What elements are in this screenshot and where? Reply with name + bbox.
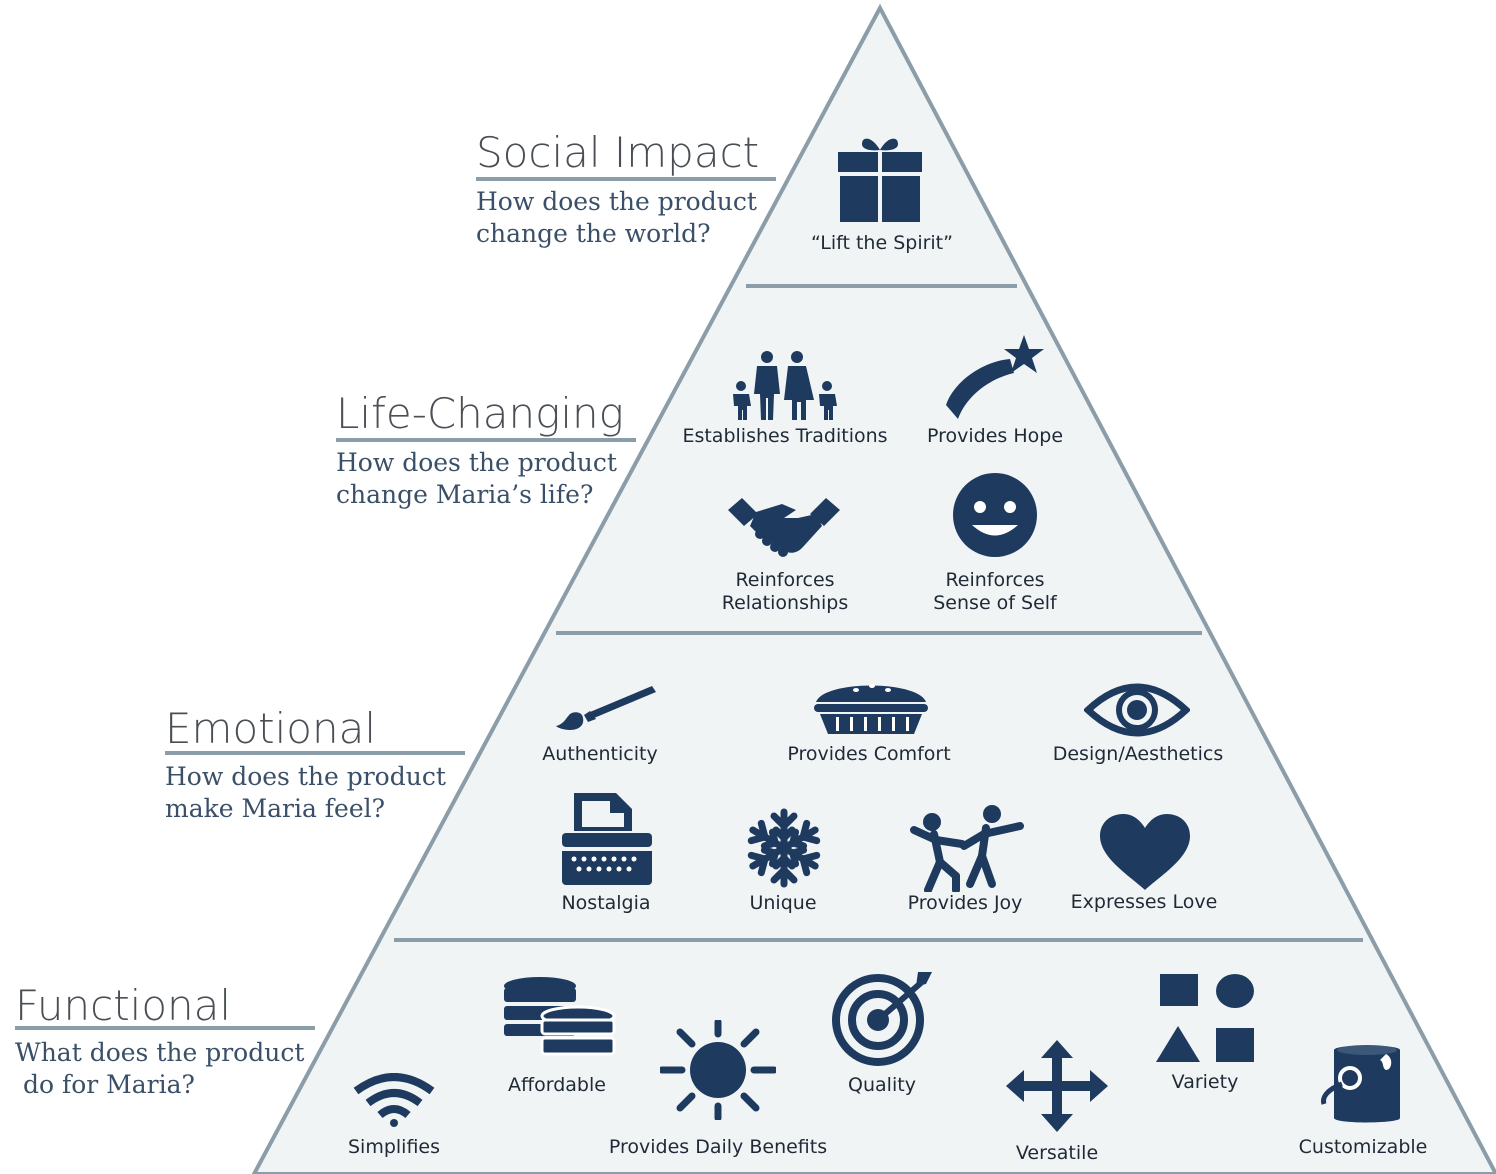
paint-can-icon — [1321, 1045, 1400, 1123]
tier-question-life-changing: How does the product change Maria’s life… — [336, 448, 617, 509]
tier-rule — [15, 1026, 315, 1030]
item-label-reinforces-relationships: Reinforces Relationships — [721, 569, 849, 614]
item-label-versatile: Versatile — [1015, 1142, 1099, 1164]
item-label-provides-hope: Provides Hope — [926, 425, 1064, 447]
target-icon — [832, 972, 932, 1066]
item-label-provides-joy: Provides Joy — [907, 892, 1023, 914]
tier-rule — [336, 438, 636, 442]
dancing-people-icon — [910, 805, 1024, 892]
item-label-establishes-traditions: Establishes Traditions — [682, 425, 888, 447]
typewriter-icon — [562, 793, 652, 885]
tier-rule — [476, 177, 776, 181]
item-label-lift-the-spirit: “Lift the Spirit” — [811, 232, 953, 254]
snowflake-icon — [742, 808, 826, 888]
shapes-icon — [1156, 974, 1254, 1062]
item-label-expresses-love: Expresses Love — [1070, 891, 1218, 913]
eye-icon — [1084, 683, 1190, 737]
handshake-icon — [728, 498, 840, 557]
family-icon — [733, 351, 837, 420]
item-label-provides-comfort: Provides Comfort — [787, 743, 951, 765]
tier-rule — [165, 751, 465, 755]
item-label-affordable: Affordable — [508, 1074, 606, 1096]
tier-question-emotional: How does the product make Maria feel? — [165, 762, 446, 823]
pie-icon — [814, 684, 928, 734]
item-label-quality: Quality — [848, 1074, 916, 1096]
gift-icon — [838, 138, 922, 222]
tier-title-emotional: Emotional — [165, 704, 377, 753]
sun-icon — [660, 1020, 776, 1120]
tier-title-functional: Functional — [15, 981, 232, 1030]
wifi-icon — [353, 1073, 435, 1127]
tier-title-social-impact: Social Impact — [476, 128, 760, 177]
item-label-variety: Variety — [1171, 1071, 1239, 1093]
smiley-icon — [953, 473, 1037, 557]
paintbrush-icon — [556, 686, 656, 730]
item-label-nostalgia: Nostalgia — [561, 892, 651, 914]
tier-title-life-changing: Life-Changing — [336, 389, 624, 438]
item-label-provides-daily-benefits: Provides Daily Benefits — [608, 1136, 828, 1158]
tier-question-functional: What does the product do for Maria? — [15, 1038, 305, 1099]
item-label-reinforces-sense-of-self: Reinforces Sense of Self — [933, 569, 1057, 614]
item-label-simplifies: Simplifies — [347, 1136, 441, 1158]
shooting-star-icon — [946, 335, 1044, 419]
heart-icon — [1100, 814, 1190, 890]
item-label-design-aesthetics: Design/Aesthetics — [1052, 743, 1224, 765]
item-label-authenticity: Authenticity — [542, 743, 658, 765]
tier-question-social-impact: How does the product change the world? — [476, 187, 757, 248]
move-arrows-icon — [1006, 1040, 1108, 1132]
item-label-customizable: Customizable — [1298, 1136, 1428, 1158]
item-label-unique: Unique — [749, 892, 817, 914]
coins-icon — [504, 977, 616, 1056]
